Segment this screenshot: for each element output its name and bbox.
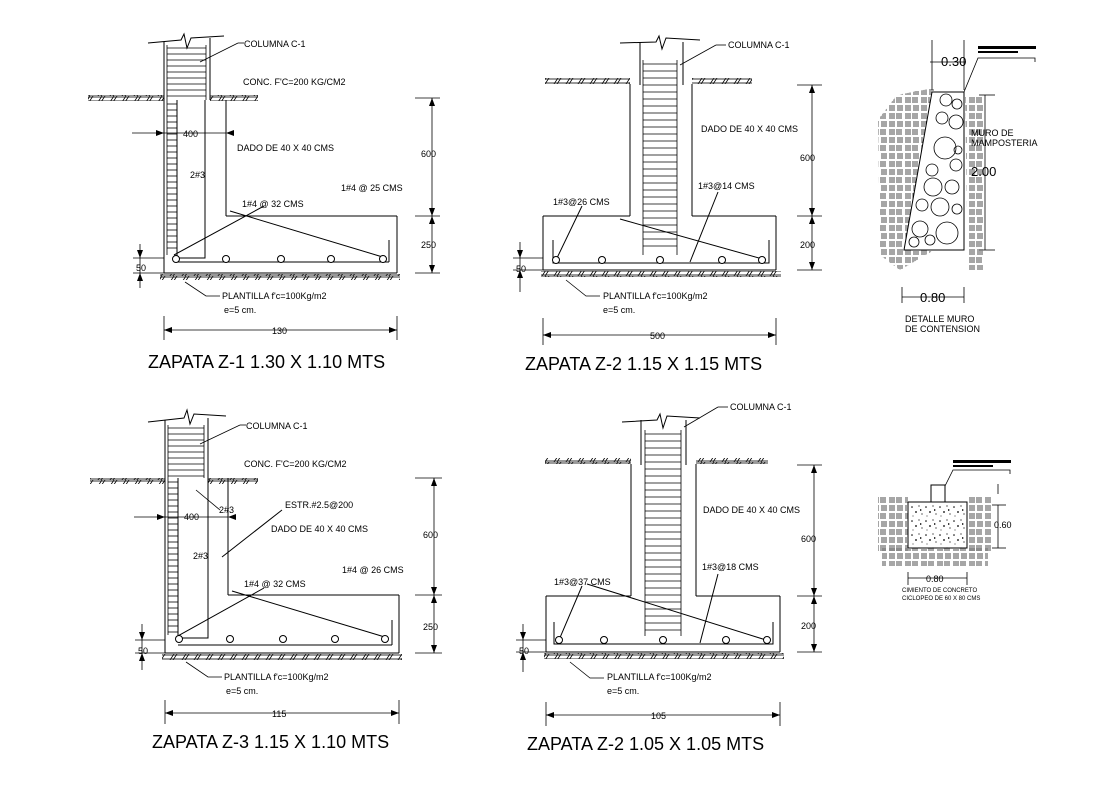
zapata-z3-detail: COLUMNA C-1 CONC. F'C=200 KG/CM2 ESTR.#2… [90, 408, 442, 752]
z2a-espesor-label: e=5 cm. [603, 305, 635, 315]
z1-width-label: 130 [272, 326, 287, 336]
z1-dim-600: 600 [421, 149, 436, 159]
z1-ties-lower [167, 103, 177, 249]
z2a-dado-label: DADO DE 40 X 40 CMS [701, 124, 798, 134]
muro-label-1: MURO DE [971, 128, 1014, 138]
z2a-dim-50: 50 [516, 264, 526, 274]
z2b-dado-label: DADO DE 40 X 40 CMS [703, 505, 800, 515]
z2b-width-label: 105 [651, 711, 666, 721]
z2b-dim-600: 600 [801, 534, 816, 544]
z3-bar-bot-label: 1#4 @ 26 CMS [342, 565, 404, 575]
zapata-z2a-detail: COLUMNA C-1 DADO DE 40 X 40 CMS 1#3@26 C… [513, 34, 822, 374]
z2b-title: ZAPATA Z-2 1.05 X 1.05 MTS [527, 734, 764, 754]
z2a-width-label: 500 [650, 331, 665, 341]
muro-label-2: MAMPOSTERIA [971, 138, 1038, 148]
cimiento-base-dim: 0.80 [926, 574, 944, 584]
z1-dim-50: 50 [136, 263, 146, 273]
z2a-bar-left-label: 1#3@26 CMS [553, 197, 610, 207]
z2b-bar-right-label: 1#3@18 CMS [702, 562, 759, 572]
z3-ties [168, 427, 204, 477]
cimiento-detail: 0.60 0.80 CIMIENTO DE CONCRETO CICLOPEO … [878, 460, 1012, 602]
z3-ties-lower [168, 481, 178, 633]
z2a-rungs [643, 63, 677, 247]
z2a-ladder [642, 60, 678, 255]
z2b-bar-left-label: 1#3@37 CMS [554, 577, 611, 587]
z3-bar-top-label: 1#4 @ 32 CMS [244, 579, 306, 589]
z3-bars-label-b: 2#3 [193, 551, 208, 561]
z3-bars-label-a: 2#3 [219, 505, 234, 515]
z1-bar-top-label: 1#4 @ 32 CMS [242, 199, 304, 209]
z3-plantilla-label: PLANTILLA f'c=100Kg/m2 [224, 672, 329, 682]
z2b-ladder [644, 430, 682, 636]
z1-dado-label: DADO DE 40 X 40 CMS [237, 143, 334, 153]
break-line [147, 32, 225, 50]
zapata-z1-detail: COLUMNA C-1 CONC. F'C=200 KG/CM2 DADO DE… [88, 32, 440, 372]
z2b-dim-50: 50 [519, 646, 529, 656]
z2b-plantilla-label: PLANTILLA f'c=100Kg/m2 [607, 672, 712, 682]
z3-conc-label: CONC. F'C=200 KG/CM2 [244, 459, 347, 469]
z2b-rungs [645, 433, 681, 631]
z3-dim-400: 400 [184, 512, 199, 522]
zapata-z2b-detail: COLUMNA C-1 DADO DE 40 X 40 CMS 1#3@37 C… [516, 402, 822, 754]
column-ties [166, 45, 207, 255]
z2a-columna-label: COLUMNA C-1 [728, 40, 790, 50]
cimiento-tiny-note-2 [953, 465, 993, 467]
z1-ties [167, 47, 206, 97]
muro-top-dim: 0.30 [941, 54, 966, 69]
muro-tiny-note-2 [978, 51, 1018, 53]
z3-columna-label: COLUMNA C-1 [246, 421, 308, 431]
z2a-dim-200: 200 [800, 240, 815, 250]
z3-dim-250: 250 [423, 622, 438, 632]
muro-height-dim: 2.00 [971, 164, 996, 179]
z1-plantilla-label: PLANTILLA f'c=100Kg/m2 [222, 291, 327, 301]
z2a-bar-right-label: 1#3@14 CMS [698, 181, 755, 191]
muro-contension-detail: 0.30 MURO DE MAMPOSTERIA 2.00 0.80 DETAL… [878, 40, 1038, 334]
z2b-espesor-label: e=5 cm. [607, 686, 639, 696]
z3-title: ZAPATA Z-3 1.15 X 1.10 MTS [152, 732, 389, 752]
z1-dim-400: 400 [183, 129, 198, 139]
z3-width-label: 115 [272, 709, 286, 719]
z2a-title: ZAPATA Z-2 1.15 X 1.15 MTS [525, 354, 762, 374]
z1-espesor-label: e=5 cm. [224, 305, 256, 315]
z1-dim-250: 250 [421, 240, 436, 250]
cimiento-label-2: CICLOPEO DE 60 X 80 CMS [902, 596, 980, 602]
z2a-dim-600: 600 [800, 153, 815, 163]
cimiento-tiny-note-1 [953, 460, 1011, 463]
z3-dim-50: 50 [138, 646, 148, 656]
z2b-columna-label: COLUMNA C-1 [730, 402, 792, 412]
cimiento-height-dim: 0.60 [994, 520, 1012, 530]
cimiento-label-1: CIMIENTO DE CONCRETO [902, 588, 977, 594]
z1-bar-bot-label: 1#4 @ 25 CMS [341, 183, 403, 193]
z3-dado-label: DADO DE 40 X 40 CMS [271, 524, 368, 534]
muro-tiny-note-1 [978, 46, 1036, 49]
z3-espesor-label: e=5 cm. [226, 686, 258, 696]
z3-dim-600: 600 [423, 530, 438, 540]
ground-hatch [88, 95, 164, 101]
z2a-plantilla-label: PLANTILLA f'c=100Kg/m2 [603, 291, 708, 301]
z1-columna-label: COLUMNA C-1 [244, 39, 306, 49]
stone-fill [908, 93, 964, 248]
z3-estr-label: ESTR.#2.5@200 [285, 500, 353, 510]
z1-conc-label: CONC. F'C=200 KG/CM2 [243, 77, 346, 87]
muro-title-2: DE CONTENSION [905, 324, 980, 334]
z1-title: ZAPATA Z-1 1.30 X 1.10 MTS [148, 352, 385, 372]
z1-bars-label: 2#3 [190, 170, 205, 180]
muro-base-dim: 0.80 [920, 290, 945, 305]
muro-title-1: DETALLE MURO [905, 314, 974, 324]
z2b-dim-200: 200 [801, 621, 816, 631]
